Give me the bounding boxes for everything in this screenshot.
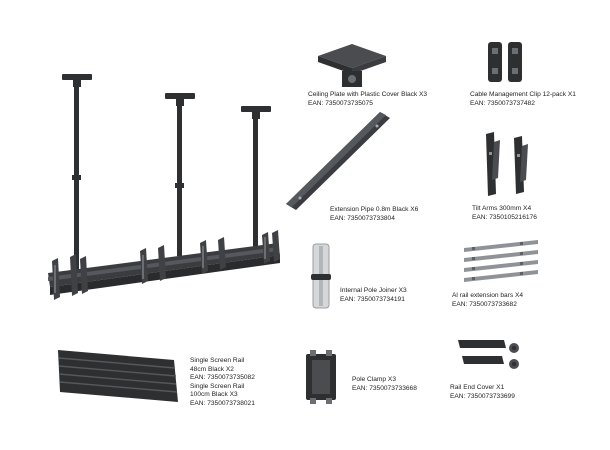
assembled-ceiling-mount-image (48, 74, 280, 300)
pole-clamp-image (306, 350, 336, 404)
component-name: Extension Pipe 0.8m Black X6 (330, 206, 419, 213)
component-ean: EAN: 7350073734191 (340, 295, 405, 303)
component-ean: EAN: 7350073733699 (450, 392, 515, 400)
component-ean: EAN: 7350073733682 (452, 300, 517, 308)
component-name: Pole Clamp X3 (352, 376, 396, 383)
component-ean: EAN: 7350073737482 (470, 99, 535, 107)
rail-end-cover-caption: Rail End Cover X1 EAN: 7350073733699 (450, 384, 515, 401)
extension-pipe-image (286, 112, 390, 210)
component-ean: EAN: 7350105216176 (472, 213, 537, 221)
al-rail-extension-bars-image (464, 240, 538, 282)
component-ean: EAN: 7350073733668 (352, 384, 417, 392)
component-name: Ceiling Plate with Plastic Cover Black X… (308, 91, 428, 98)
rail-caption-line: EAN: 7350073735082 (190, 374, 255, 382)
tilt-arms-image (486, 132, 528, 196)
component-name: Al rail extension bars X4 (452, 292, 524, 299)
component-ean: EAN: 7350073735075 (308, 99, 373, 107)
component-name: Internal Pole Joiner X3 (340, 287, 407, 294)
tilt-arms-caption: Tilt Arms 300mm X4 EAN: 7350105216176 (472, 205, 537, 222)
cable-management-clip-image (488, 42, 522, 82)
extension-pipe-caption: Extension Pipe 0.8m Black X6 EAN: 735007… (330, 206, 418, 223)
ceiling-plate-caption: Ceiling Plate with Plastic Cover Black X… (308, 91, 427, 108)
cable-management-clip-caption: Cable Management Clip 12-pack X1 EAN: 73… (470, 91, 576, 108)
rail-caption-line: 100cm Black X3 (190, 391, 238, 399)
ceiling-plate-image (318, 44, 386, 87)
internal-pole-joiner-caption: Internal Pole Joiner X3 EAN: 73500737341… (340, 287, 407, 304)
internal-pole-joiner-image (311, 243, 331, 309)
rail-caption-line: Single Screen Rail (190, 382, 245, 390)
single-screen-rail-image (58, 350, 178, 402)
component-ean: EAN: 7350073733804 (330, 214, 395, 222)
pole-clamp-caption: Pole Clamp X3 EAN: 7350073733668 (352, 376, 417, 393)
rail-caption-line: Single Screen Rail (190, 357, 245, 364)
component-name: Cable Management Clip 12-pack X1 (470, 91, 576, 98)
rail-caption-line: EAN: 7350073738021 (190, 399, 255, 407)
component-name: Rail End Cover X1 (450, 384, 505, 391)
rail-caption-line: 48cm Black X2 (190, 365, 234, 373)
component-name: Tilt Arms 300mm X4 (472, 205, 532, 212)
single-screen-rail-caption: Single Screen Rail 48cm Black X2 EAN: 73… (190, 357, 255, 409)
rail-end-cover-image (458, 340, 519, 369)
al-rail-extension-bars-caption: Al rail extension bars X4 EAN: 735007373… (452, 292, 523, 309)
